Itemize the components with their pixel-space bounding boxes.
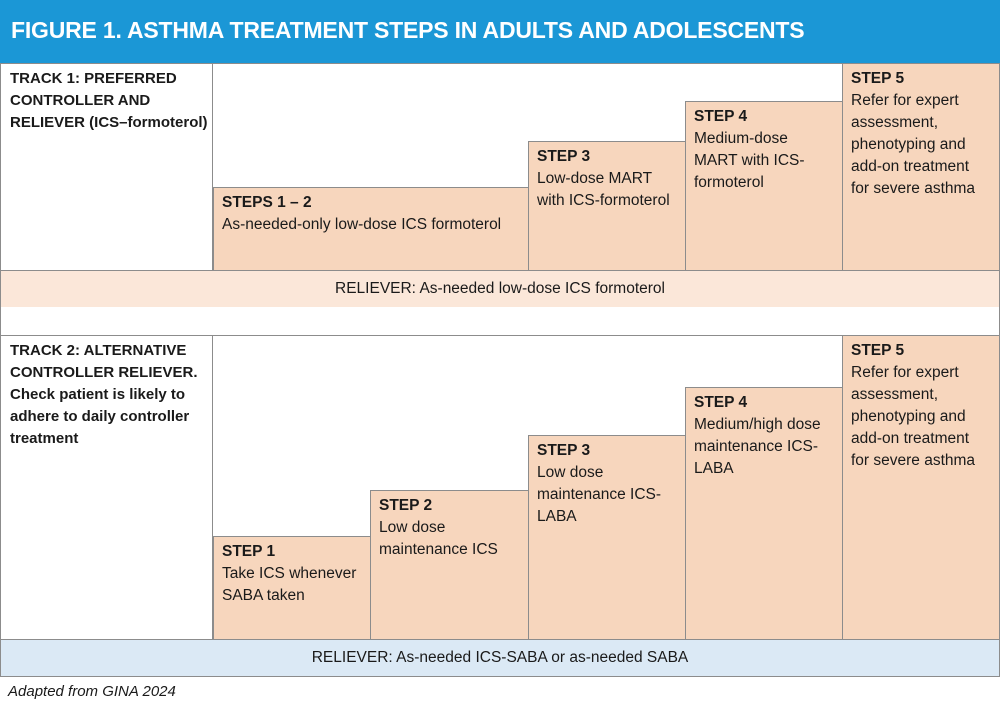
step-text: Take ICS whenever SABA taken bbox=[222, 565, 357, 604]
track2-step-4: STEP 4 Medium/high dose maintenance ICS-… bbox=[685, 387, 843, 640]
step-title: STEP 4 bbox=[694, 108, 748, 125]
figure-title: FIGURE 1. ASTHMA TREATMENT STEPS IN ADUL… bbox=[0, 0, 1000, 63]
track1-step-5: STEP 5 Refer for expert assessment, phen… bbox=[842, 64, 999, 271]
track2-reliever: RELIEVER: As-needed ICS-SABA or as-neede… bbox=[0, 639, 1000, 677]
step-title: STEP 3 bbox=[537, 148, 591, 165]
step-title: STEP 3 bbox=[537, 442, 591, 459]
spacer bbox=[0, 307, 1000, 336]
step-text: Low-dose MART with ICS-formoterol bbox=[537, 170, 670, 209]
track1-step-4: STEP 4 Medium-dose MART with ICS-formote… bbox=[685, 101, 843, 271]
step-text: Medium/high dose maintenance ICS-LABA bbox=[694, 416, 821, 477]
track2-step-3: STEP 3 Low dose maintenance ICS-LABA bbox=[528, 435, 686, 640]
track1-label: TRACK 1: PREFERRED CONTROLLER AND RELIEV… bbox=[0, 64, 213, 270]
step-text: Medium-dose MART with ICS-formoterol bbox=[694, 130, 805, 191]
track2-step-5: STEP 5 Refer for expert assessment, phen… bbox=[842, 336, 999, 640]
source-caption: Adapted from GINA 2024 bbox=[8, 683, 176, 700]
step-title: STEP 1 bbox=[222, 543, 276, 560]
step-title: STEP 5 bbox=[851, 342, 905, 359]
step-text: Low dose maintenance ICS-LABA bbox=[537, 464, 662, 525]
step-text: Low dose maintenance ICS bbox=[379, 519, 498, 558]
track1-step-3: STEP 3 Low-dose MART with ICS-formoterol bbox=[528, 141, 686, 271]
step-title: STEP 2 bbox=[379, 497, 433, 514]
step-title: STEPS 1 – 2 bbox=[222, 194, 312, 211]
track2-label: TRACK 2: ALTERNATIVE CONTROLLER RELIEVER… bbox=[0, 336, 213, 639]
track1-step-1-2: STEPS 1 – 2 As-needed-only low-dose ICS … bbox=[213, 187, 529, 271]
step-title: STEP 4 bbox=[694, 394, 748, 411]
track2-step-1: STEP 1 Take ICS whenever SABA taken bbox=[213, 536, 371, 640]
step-text: Refer for expert assessment, phenotyping… bbox=[851, 92, 976, 197]
step-text: As-needed-only low-dose ICS formoterol bbox=[222, 216, 502, 233]
step-title: STEP 5 bbox=[851, 70, 905, 87]
track1-reliever: RELIEVER: As-needed low-dose ICS formote… bbox=[0, 270, 1000, 308]
step-text: Refer for expert assessment, phenotyping… bbox=[851, 364, 976, 469]
track2-step-2: STEP 2 Low dose maintenance ICS bbox=[370, 490, 529, 640]
